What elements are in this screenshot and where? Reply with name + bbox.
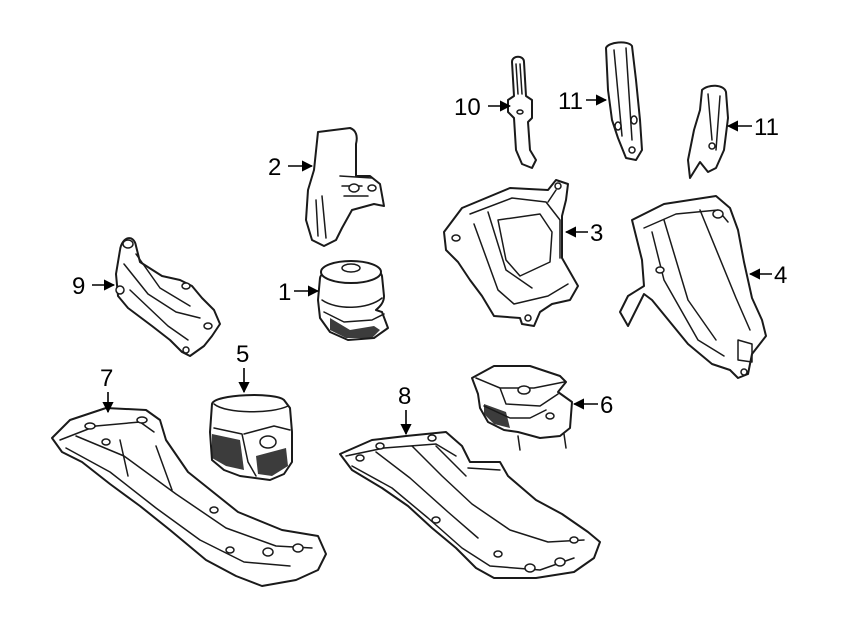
part-6-mount[interactable]	[471, 365, 573, 451]
part-5-mount-block[interactable]	[209, 394, 293, 481]
part-11-bracket-right[interactable]	[687, 84, 729, 179]
part-4-mount-bracket[interactable]	[619, 195, 767, 379]
callout-label-7: 7	[100, 365, 113, 392]
part-7-crossmember[interactable]	[51, 407, 327, 587]
callout-1: 1	[278, 279, 320, 306]
callout-label-10: 10	[454, 94, 481, 121]
callout-label-1: 1	[278, 279, 291, 306]
part-9-bracket[interactable]	[115, 237, 221, 357]
callout-label-4: 4	[774, 262, 787, 289]
callout-11-center: 11	[558, 88, 608, 115]
part-11-bracket-center[interactable]	[605, 41, 643, 161]
part-8-crossmember[interactable]	[339, 431, 601, 579]
callout-label-5: 5	[236, 341, 249, 368]
callout-8: 8	[398, 383, 412, 436]
part-3-mount-bracket[interactable]	[443, 179, 579, 327]
callout-9: 9	[72, 273, 116, 300]
callout-label-8: 8	[398, 383, 411, 410]
part-10-bracket[interactable]	[507, 55, 537, 169]
callout-label-2: 2	[268, 154, 281, 181]
callout-5: 5	[236, 341, 250, 394]
callout-label-6: 6	[600, 392, 613, 419]
callout-10: 10	[454, 94, 512, 121]
callout-4: 4	[748, 262, 787, 289]
callout-6: 6	[572, 392, 613, 419]
part-2-mount-bracket[interactable]	[305, 127, 385, 247]
callout-2: 2	[268, 154, 314, 181]
callout-3: 3	[564, 220, 603, 247]
callout-label-3: 3	[590, 220, 603, 247]
callout-label-9: 9	[72, 273, 85, 300]
callout-label-11-right: 11	[754, 114, 779, 141]
callout-label-11-center: 11	[558, 88, 583, 115]
part-1-rubber-mount[interactable]	[317, 260, 389, 341]
callout-11-right: 11	[726, 114, 779, 141]
callout-7: 7	[100, 365, 114, 414]
